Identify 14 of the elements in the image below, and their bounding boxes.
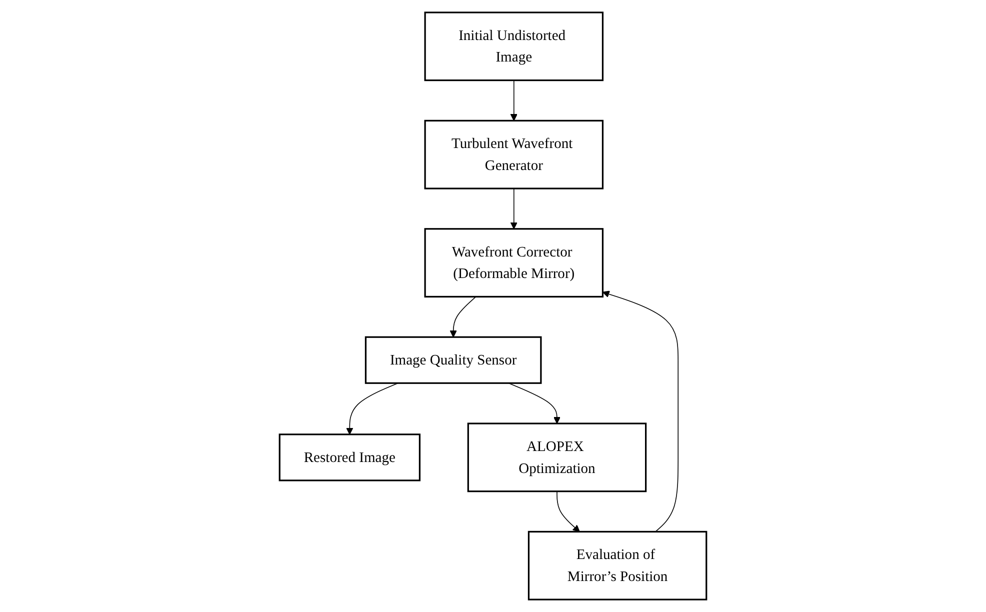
node-box: Turbulent Wavefront Generator (424, 120, 604, 190)
node-box: Wavefront Corrector (Deformable Mirror) (424, 228, 604, 298)
node-box: Image Quality Sensor (364, 336, 542, 384)
node-box: ALOPEX Optimization (467, 422, 647, 492)
arrow (510, 188, 518, 230)
arrow (450, 296, 476, 338)
arrow (602, 290, 679, 532)
arrow (508, 382, 561, 424)
arrow (510, 80, 518, 121)
node-box: Evaluation of Mirror’s Position (528, 530, 708, 600)
arrow (346, 382, 398, 435)
arrow (556, 490, 580, 532)
node-box: Restored Image (278, 434, 421, 482)
node-box: Initial Undistorted Image (424, 12, 604, 82)
